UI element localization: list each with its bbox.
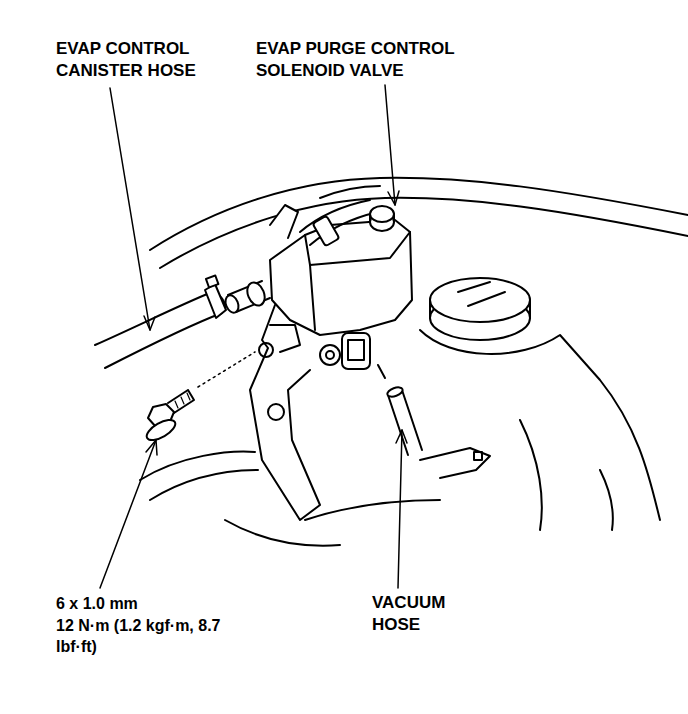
vacuum-hose-end: [386, 386, 404, 399]
bracket-hole: [259, 343, 273, 357]
part-label: EVAP PURGE CONTROL SOLENOID VALVE: [256, 38, 506, 82]
part-label: EVAP CONTROL CANISTER HOSE: [56, 38, 216, 82]
solenoid-port: [378, 365, 385, 378]
engine-cover: [225, 520, 340, 546]
canister-hose: [95, 292, 212, 345]
bolt-shank: [168, 390, 194, 413]
leader-arrowhead: [146, 440, 157, 455]
clamp-tab: [206, 276, 218, 288]
leader-arrowhead: [144, 316, 155, 330]
bracket-hole: [268, 404, 284, 420]
pipe-end: [223, 293, 241, 314]
bolt-thread: [175, 393, 190, 408]
part-label: 12 N·m (1.2 kgf·m, 8.7 lbf·ft): [56, 616, 248, 658]
part-label: 6 x 1.0 mm: [56, 594, 256, 615]
lower-nut: [326, 351, 334, 359]
solenoid-body: [270, 220, 412, 335]
canister-hose: [105, 313, 222, 368]
valve-cover-rib: [520, 420, 613, 530]
leader-line: [100, 440, 156, 588]
engine-cover: [150, 470, 258, 500]
electrical-connector: [342, 333, 370, 369]
background-hose: [150, 178, 688, 250]
mount-nut: [370, 206, 394, 222]
bolt-guide-line: [198, 352, 255, 387]
cap-grip: [458, 282, 505, 306]
oil-filler-cap: [430, 278, 530, 322]
bracket-slot: [474, 452, 482, 460]
bolt-flange: [144, 416, 179, 444]
engine-cover: [140, 452, 255, 480]
engine-cover: [305, 500, 440, 520]
lower-nut: [320, 345, 340, 365]
mounting-bracket: [250, 305, 320, 520]
part-label: VACUUM HOSE: [372, 592, 472, 636]
hose-fitting: [313, 216, 340, 247]
hose-line: [320, 186, 380, 198]
mounting-tab: [270, 205, 298, 238]
hose-bracket: [420, 448, 490, 478]
hose-clamp: [205, 284, 226, 318]
vacuum-hose: [388, 390, 422, 455]
solenoid-edge: [310, 265, 315, 330]
leader-line: [110, 88, 150, 330]
leader-line: [385, 85, 395, 205]
leader-line: [398, 430, 402, 588]
leader-arrowhead: [388, 191, 399, 205]
pipe-collar: [244, 280, 268, 308]
bracket-edge: [270, 325, 300, 352]
valve-cover: [420, 330, 660, 520]
background-hose: [160, 198, 688, 268]
connector-face: [348, 340, 364, 360]
leader-arrowhead: [396, 430, 407, 443]
